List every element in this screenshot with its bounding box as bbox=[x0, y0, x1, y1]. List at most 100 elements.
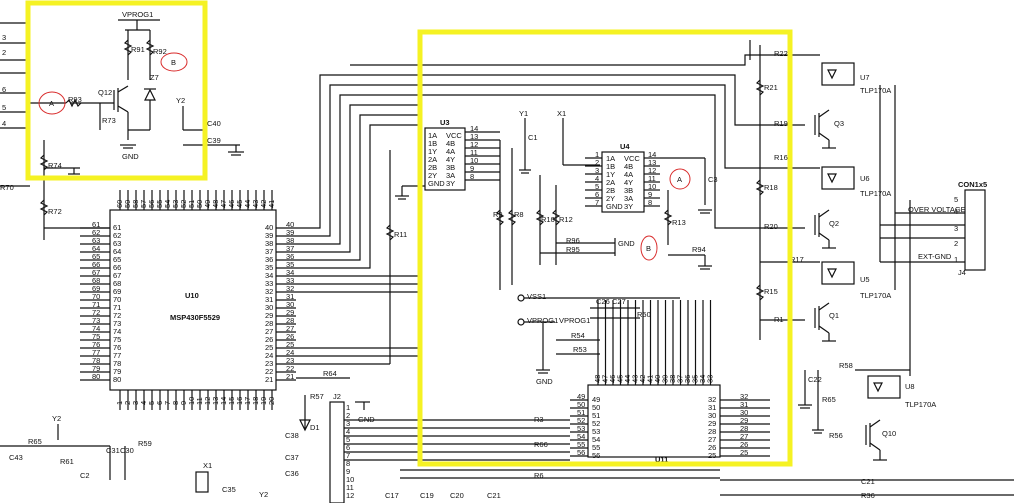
q2-transistor bbox=[814, 209, 836, 249]
q1-transistor bbox=[814, 302, 836, 342]
u8-part: TLP170A bbox=[905, 400, 936, 409]
u11-pin-left: 51 bbox=[577, 408, 585, 417]
u4-pin-name-right: 4B bbox=[624, 162, 633, 171]
u3-pin-name-right: 4A bbox=[446, 147, 455, 156]
u10-pin-left-inner: 69 bbox=[113, 287, 121, 296]
u10-pin-right: 31 bbox=[286, 292, 294, 301]
u11-pin-top: 48 bbox=[593, 375, 602, 383]
r73-label: R73 bbox=[102, 116, 116, 125]
u11-pin-right: 30 bbox=[740, 408, 748, 417]
u10-pin-left: 76 bbox=[92, 340, 100, 349]
con1x5-connector bbox=[964, 189, 986, 271]
u11-pin-left: 52 bbox=[577, 416, 585, 425]
edge-num-5: 5 bbox=[2, 103, 6, 112]
u10-pin-left: 68 bbox=[92, 276, 100, 285]
u10-pin-left: 75 bbox=[92, 332, 100, 341]
u10-pin-right-inner: 23 bbox=[265, 359, 273, 368]
r61-label: R59 bbox=[138, 439, 152, 448]
u4-pin-name-right: 3B bbox=[624, 186, 633, 195]
r22-label: R22 bbox=[774, 49, 788, 58]
j2-pin-number: 9 bbox=[346, 467, 350, 476]
x1-crystal bbox=[195, 471, 209, 493]
u10-pin-left-inner: 62 bbox=[113, 231, 121, 240]
u11-pin-right-inner: 26 bbox=[708, 443, 716, 452]
gnd-mid-label: GND bbox=[536, 377, 553, 386]
r50-label: R50 bbox=[637, 310, 651, 319]
u11-pin-left: 55 bbox=[577, 440, 585, 449]
r1-label: R1 bbox=[774, 315, 784, 324]
c21-label: C21 bbox=[487, 491, 501, 500]
u10-pin-left: 80 bbox=[92, 372, 100, 381]
u10-pin-left-inner: 77 bbox=[113, 351, 121, 360]
u10-pin-right: 35 bbox=[286, 260, 294, 269]
u11-pin-right: 27 bbox=[740, 432, 748, 441]
u10-pin-right-inner: 29 bbox=[265, 311, 273, 320]
u10-pin-right: 27 bbox=[286, 324, 294, 333]
vprog1-mid-label: VPROG1 bbox=[527, 316, 558, 325]
u10-pin-right: 22 bbox=[286, 364, 294, 373]
u11-pin-top: 38 bbox=[668, 375, 677, 383]
q3-transistor bbox=[814, 109, 836, 149]
u10-pin-top: 41 bbox=[267, 200, 276, 208]
u3-pin-num-right: 12 bbox=[470, 140, 478, 149]
u10-pin-bottom: 12 bbox=[203, 397, 212, 405]
marker-a-left bbox=[38, 91, 66, 115]
u10-pin-right: 38 bbox=[286, 236, 294, 245]
edge-num-2: 2 bbox=[2, 48, 6, 57]
u10-pin-bottom: 2 bbox=[123, 401, 132, 405]
c30-label: C30 bbox=[120, 446, 134, 455]
q10-label: Q10 bbox=[882, 429, 896, 438]
z7-diode-icon bbox=[144, 88, 156, 101]
u3-pin-num-right: 11 bbox=[470, 148, 478, 157]
u10-pin-left-inner: 73 bbox=[113, 319, 121, 328]
u10-pin-top: 60 bbox=[115, 200, 124, 208]
c22-label: C22 bbox=[808, 375, 822, 384]
vss1-testpoint bbox=[517, 294, 525, 302]
u3-pin-num-right: 14 bbox=[470, 124, 478, 133]
u10-pin-right: 34 bbox=[286, 268, 294, 277]
u10-pin-bottom: 5 bbox=[147, 401, 156, 405]
u11-pin-right: 28 bbox=[740, 424, 748, 433]
edge-num-3: 3 bbox=[2, 33, 6, 42]
c40-label: C40 bbox=[207, 119, 221, 128]
u3-pin-name-right: VCC bbox=[446, 131, 462, 140]
r92-label: R92 bbox=[153, 47, 167, 56]
j2-pin-number: 3 bbox=[346, 419, 350, 428]
u7-opto bbox=[821, 62, 855, 86]
u4-pin-num-right: 10 bbox=[648, 182, 656, 191]
u4-pin-name-right: VCC bbox=[624, 154, 640, 163]
u10-pin-right-inner: 24 bbox=[265, 351, 273, 360]
u10-pin-right-inner: 39 bbox=[265, 231, 273, 240]
u10-pin-left-inner: 79 bbox=[113, 367, 121, 376]
vss1-label: VSS1 bbox=[527, 292, 546, 301]
u10-pin-left-inner: 63 bbox=[113, 239, 121, 248]
u4-ref: U4 bbox=[620, 142, 630, 151]
r96-label: R96 bbox=[566, 236, 580, 245]
u10-pin-left: 73 bbox=[92, 316, 100, 325]
j2-pin-number: 8 bbox=[346, 459, 350, 468]
c2-label: C2 bbox=[80, 471, 90, 480]
u10-pin-right: 21 bbox=[286, 372, 294, 381]
u10-pin-right: 32 bbox=[286, 284, 294, 293]
r65-label: R61 bbox=[60, 457, 74, 466]
edge-num-4: 4 bbox=[2, 119, 6, 128]
u10-pin-bottom: 16 bbox=[235, 397, 244, 405]
r8-label: R8 bbox=[514, 210, 524, 219]
u10-pin-top: 48 bbox=[211, 200, 220, 208]
u4-pin-num-left: 6 bbox=[595, 190, 599, 199]
r66-label: R64 bbox=[323, 369, 337, 378]
c24-label: C21 bbox=[861, 477, 875, 486]
j2-pin-number: 7 bbox=[346, 451, 350, 460]
r54-label: R54 bbox=[571, 331, 585, 340]
j2-pin-number: 5 bbox=[346, 435, 350, 444]
u11-pin-right-inner: 30 bbox=[708, 411, 716, 420]
u10-pin-left: 69 bbox=[92, 284, 100, 293]
u11-pin-right: 32 bbox=[740, 392, 748, 401]
highlight-box-center bbox=[417, 29, 793, 467]
u3-pin-name-left: 1A bbox=[428, 131, 437, 140]
r10-label: R10 bbox=[541, 215, 555, 224]
highlight-box-left bbox=[25, 0, 208, 181]
u11-pin-left-inner: 50 bbox=[592, 403, 600, 412]
u10-pin-right-inner: 32 bbox=[265, 287, 273, 296]
